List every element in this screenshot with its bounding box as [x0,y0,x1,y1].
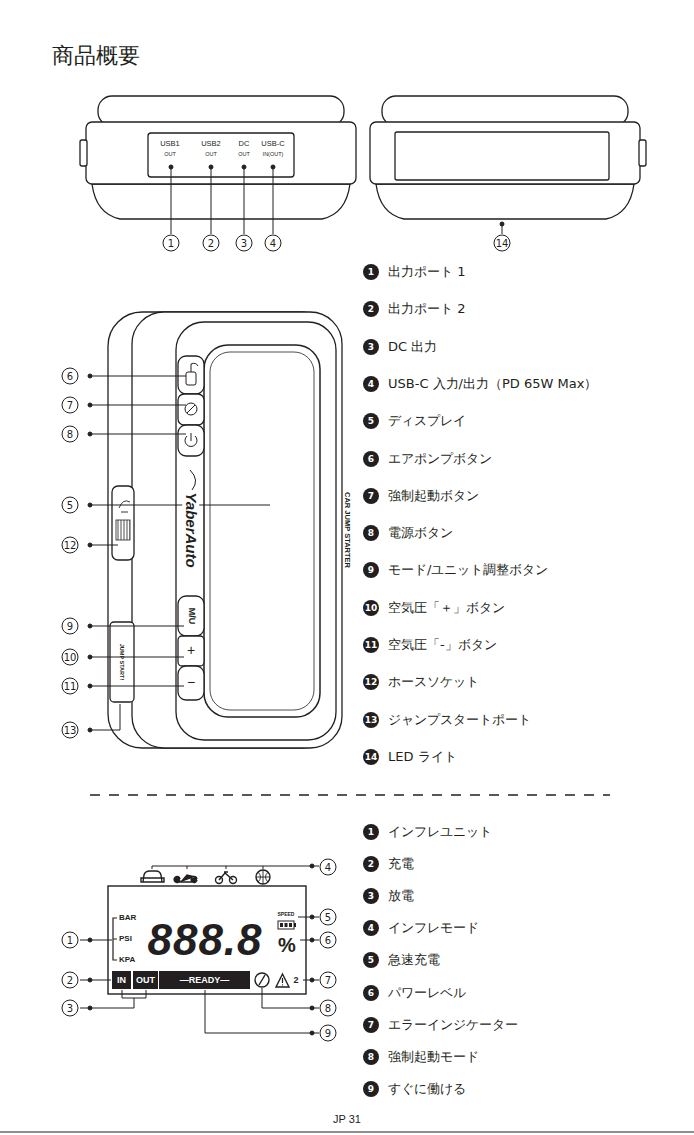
callout-number: 5 [320,909,337,926]
device-text: M/U [186,608,196,625]
device-text: JUMP START! [119,644,125,680]
list-number: 9 [363,1081,379,1097]
list-number: 1 [363,264,379,280]
callout-number: 14 [494,235,511,252]
list-number: 2 [363,301,379,317]
part-name: 急速充電 [388,953,440,967]
display-label: 2 [293,976,298,986]
part-name: 出力ポート 1 [388,265,465,279]
part-name: 充電 [388,857,414,871]
part-name: エラーインジケーター [388,1017,518,1031]
callout-number: 9 [320,1025,337,1042]
callout-number: 13 [62,722,79,739]
display-segment: IN [112,971,131,989]
part-name: インフレモード [388,921,479,935]
list-number: 6 [363,985,379,1001]
callout-number: 6 [62,368,79,385]
port-label: OUT [164,151,176,157]
device-text: CAR JUMP STARTER [343,492,351,568]
list-number: 3 [363,339,379,355]
port-label: USB-C [261,140,284,148]
part-name: エアポンプボタン [388,451,492,465]
port-label: JP 31 [333,1113,361,1125]
port-label: USB2 [201,140,221,148]
part-name: DC 出力 [388,339,437,353]
callout-number: 1 [163,235,180,252]
callout-number: 1 [62,932,79,949]
part-name: USB-C 入力/出力（PD 65W Max） [388,377,597,391]
callout-number: 2 [203,235,220,252]
part-name: ホースソケット [388,675,479,689]
port-label: IN(OUT) [263,151,284,157]
list-number: 8 [363,1049,379,1065]
callout-number: 7 [62,397,79,414]
part-name: ディスプレイ [388,414,466,428]
part-name: 電源ボタン [388,526,453,540]
callout-number: 7 [320,972,337,989]
callout-number: 11 [62,678,79,695]
page-title: 商品概要 [52,44,140,68]
list-number: 5 [363,952,379,968]
port-label: + [187,643,195,658]
list-number: 10 [363,600,379,616]
list-number: 2 [363,856,379,872]
list-number: 13 [363,712,379,728]
segment-text: —READY— [180,975,230,985]
callout-number: 4 [320,859,337,876]
port-label: DC [239,140,250,148]
callout-number: 3 [62,1000,79,1017]
part-name: モード/ユニット調整ボタン [388,563,548,577]
callout-number: 12 [62,537,79,554]
display-segment: —READY— [159,971,250,989]
list-number: 3 [363,888,379,904]
display-segment: OUT [133,971,158,989]
unit-label: KPA [119,956,135,965]
callout-number: 5 [62,497,79,514]
segment-text: IN [117,975,126,985]
part-name: すぐに働ける [388,1082,466,1096]
list-number: 1 [363,824,379,840]
part-name: 放電 [388,889,414,903]
part-name: インフレユニット [388,825,492,839]
port-label: OUT [238,151,250,157]
part-name: ジャンプスタートポート [388,712,531,726]
callout-number: 8 [62,426,79,443]
list-number: 4 [363,376,379,392]
part-name: 強制起動ボタン [388,489,479,503]
list-number: 12 [363,674,379,690]
brand-logo: YaberAuto [183,490,200,569]
callout-number: 8 [320,1000,337,1017]
list-number: 8 [363,525,379,541]
segment-text: OUT [136,975,155,985]
unit-label: PSI [119,935,132,944]
digit-display: 888.8 [147,916,262,964]
list-number: 7 [363,488,379,504]
list-number: 7 [363,1017,379,1033]
list-number: 6 [363,451,379,467]
part-name: パワーレベル [388,985,466,999]
part-name: 空気圧「-」ボタン [388,638,497,652]
part-name: LED ライト [388,750,457,764]
callout-number: 10 [62,649,79,666]
port-label: USB1 [160,140,180,148]
unit-label: BAR [119,914,136,923]
list-number: 11 [363,637,379,653]
callout-number: 6 [320,932,337,949]
list-number: 9 [363,562,379,578]
list-number: 5 [363,413,379,429]
list-number: 4 [363,920,379,936]
callout-number: 9 [62,618,79,635]
callout-number: 4 [265,235,282,252]
port-label: OUT [205,151,217,157]
part-name: 空気圧「＋」ボタン [388,601,505,615]
port-label: − [187,675,195,690]
callout-number: 2 [62,972,79,989]
part-name: 出力ポート 2 [388,302,465,316]
display-label: % [278,934,296,956]
part-name: 強制起動モード [388,1050,479,1064]
callout-number: 3 [236,235,253,252]
display-label: SPEED [278,912,295,918]
list-number: 14 [363,749,379,765]
